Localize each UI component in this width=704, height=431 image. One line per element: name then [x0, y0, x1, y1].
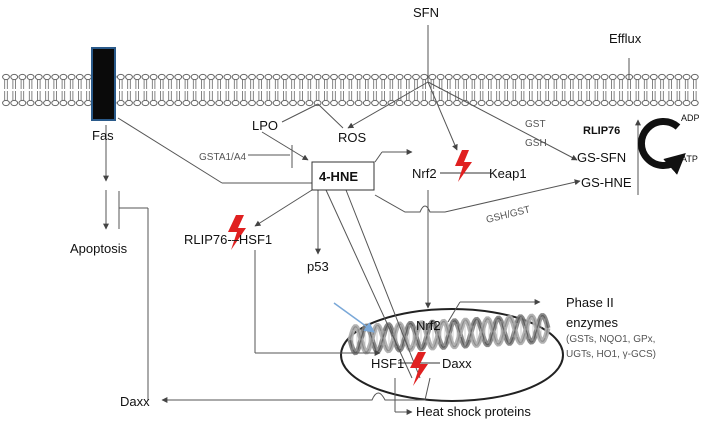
inhibition-lightning-daxx: [410, 352, 428, 386]
heat-shock-proteins-label: Heat shock proteins: [416, 404, 531, 419]
gsta-label: GSTA1/A4: [199, 152, 246, 163]
ros-label: ROS: [338, 130, 367, 145]
adp-label: ADP: [681, 113, 700, 123]
rlip76-cycle-arrow: [637, 118, 686, 175]
rlip76-label: RLIP76: [583, 125, 620, 137]
hne-box: [311, 161, 375, 191]
nrf2-cytoplasm-label: Nrf2: [412, 166, 437, 181]
p53-label: p53: [307, 259, 329, 274]
gsh-gst-label: GSH/GST: [485, 204, 531, 226]
gs-sfn-label: GS-SFN: [577, 150, 626, 165]
apoptosis-label: Apoptosis: [70, 241, 128, 256]
hsf1-label: HSF1: [371, 356, 404, 371]
pathway-connections: [103, 25, 641, 415]
gs-hne-label: GS-HNE: [581, 175, 632, 190]
dna-helix: [347, 313, 551, 356]
fas-label: Fas: [92, 128, 114, 143]
fas-receptor: [91, 47, 116, 121]
lpo-label: LPO: [252, 118, 278, 133]
daxx-label: Daxx: [120, 394, 150, 409]
nucleus: [340, 308, 564, 402]
inhibition-lightning-rlip: [228, 215, 246, 250]
hne-label: 4-HNE: [319, 169, 358, 184]
inhibition-lightning-keap1: [455, 150, 472, 182]
daxx-nucleus-label: Daxx: [442, 356, 472, 371]
enzymes-list-line1: (GSTs, NQO1, GPx,: [566, 334, 655, 345]
nrf2-nucleus-label: Nrf2: [416, 318, 441, 333]
atp-label: ATP: [681, 154, 698, 164]
phase2-label-line1: Phase II: [566, 295, 614, 310]
gsh-label: GSH: [525, 138, 547, 149]
efflux-label: Efflux: [609, 31, 642, 46]
keap1-label: Keap1: [489, 166, 527, 181]
enzymes-list-line2: UGTs, HO1, γ-GCS): [566, 349, 656, 360]
gst-label: GST: [525, 119, 546, 130]
phase2-label-line2: enzymes: [566, 315, 619, 330]
sfn-label: SFN: [413, 5, 439, 20]
rlip76-hsf1-label: RLIP76-–HSF1: [184, 232, 272, 247]
